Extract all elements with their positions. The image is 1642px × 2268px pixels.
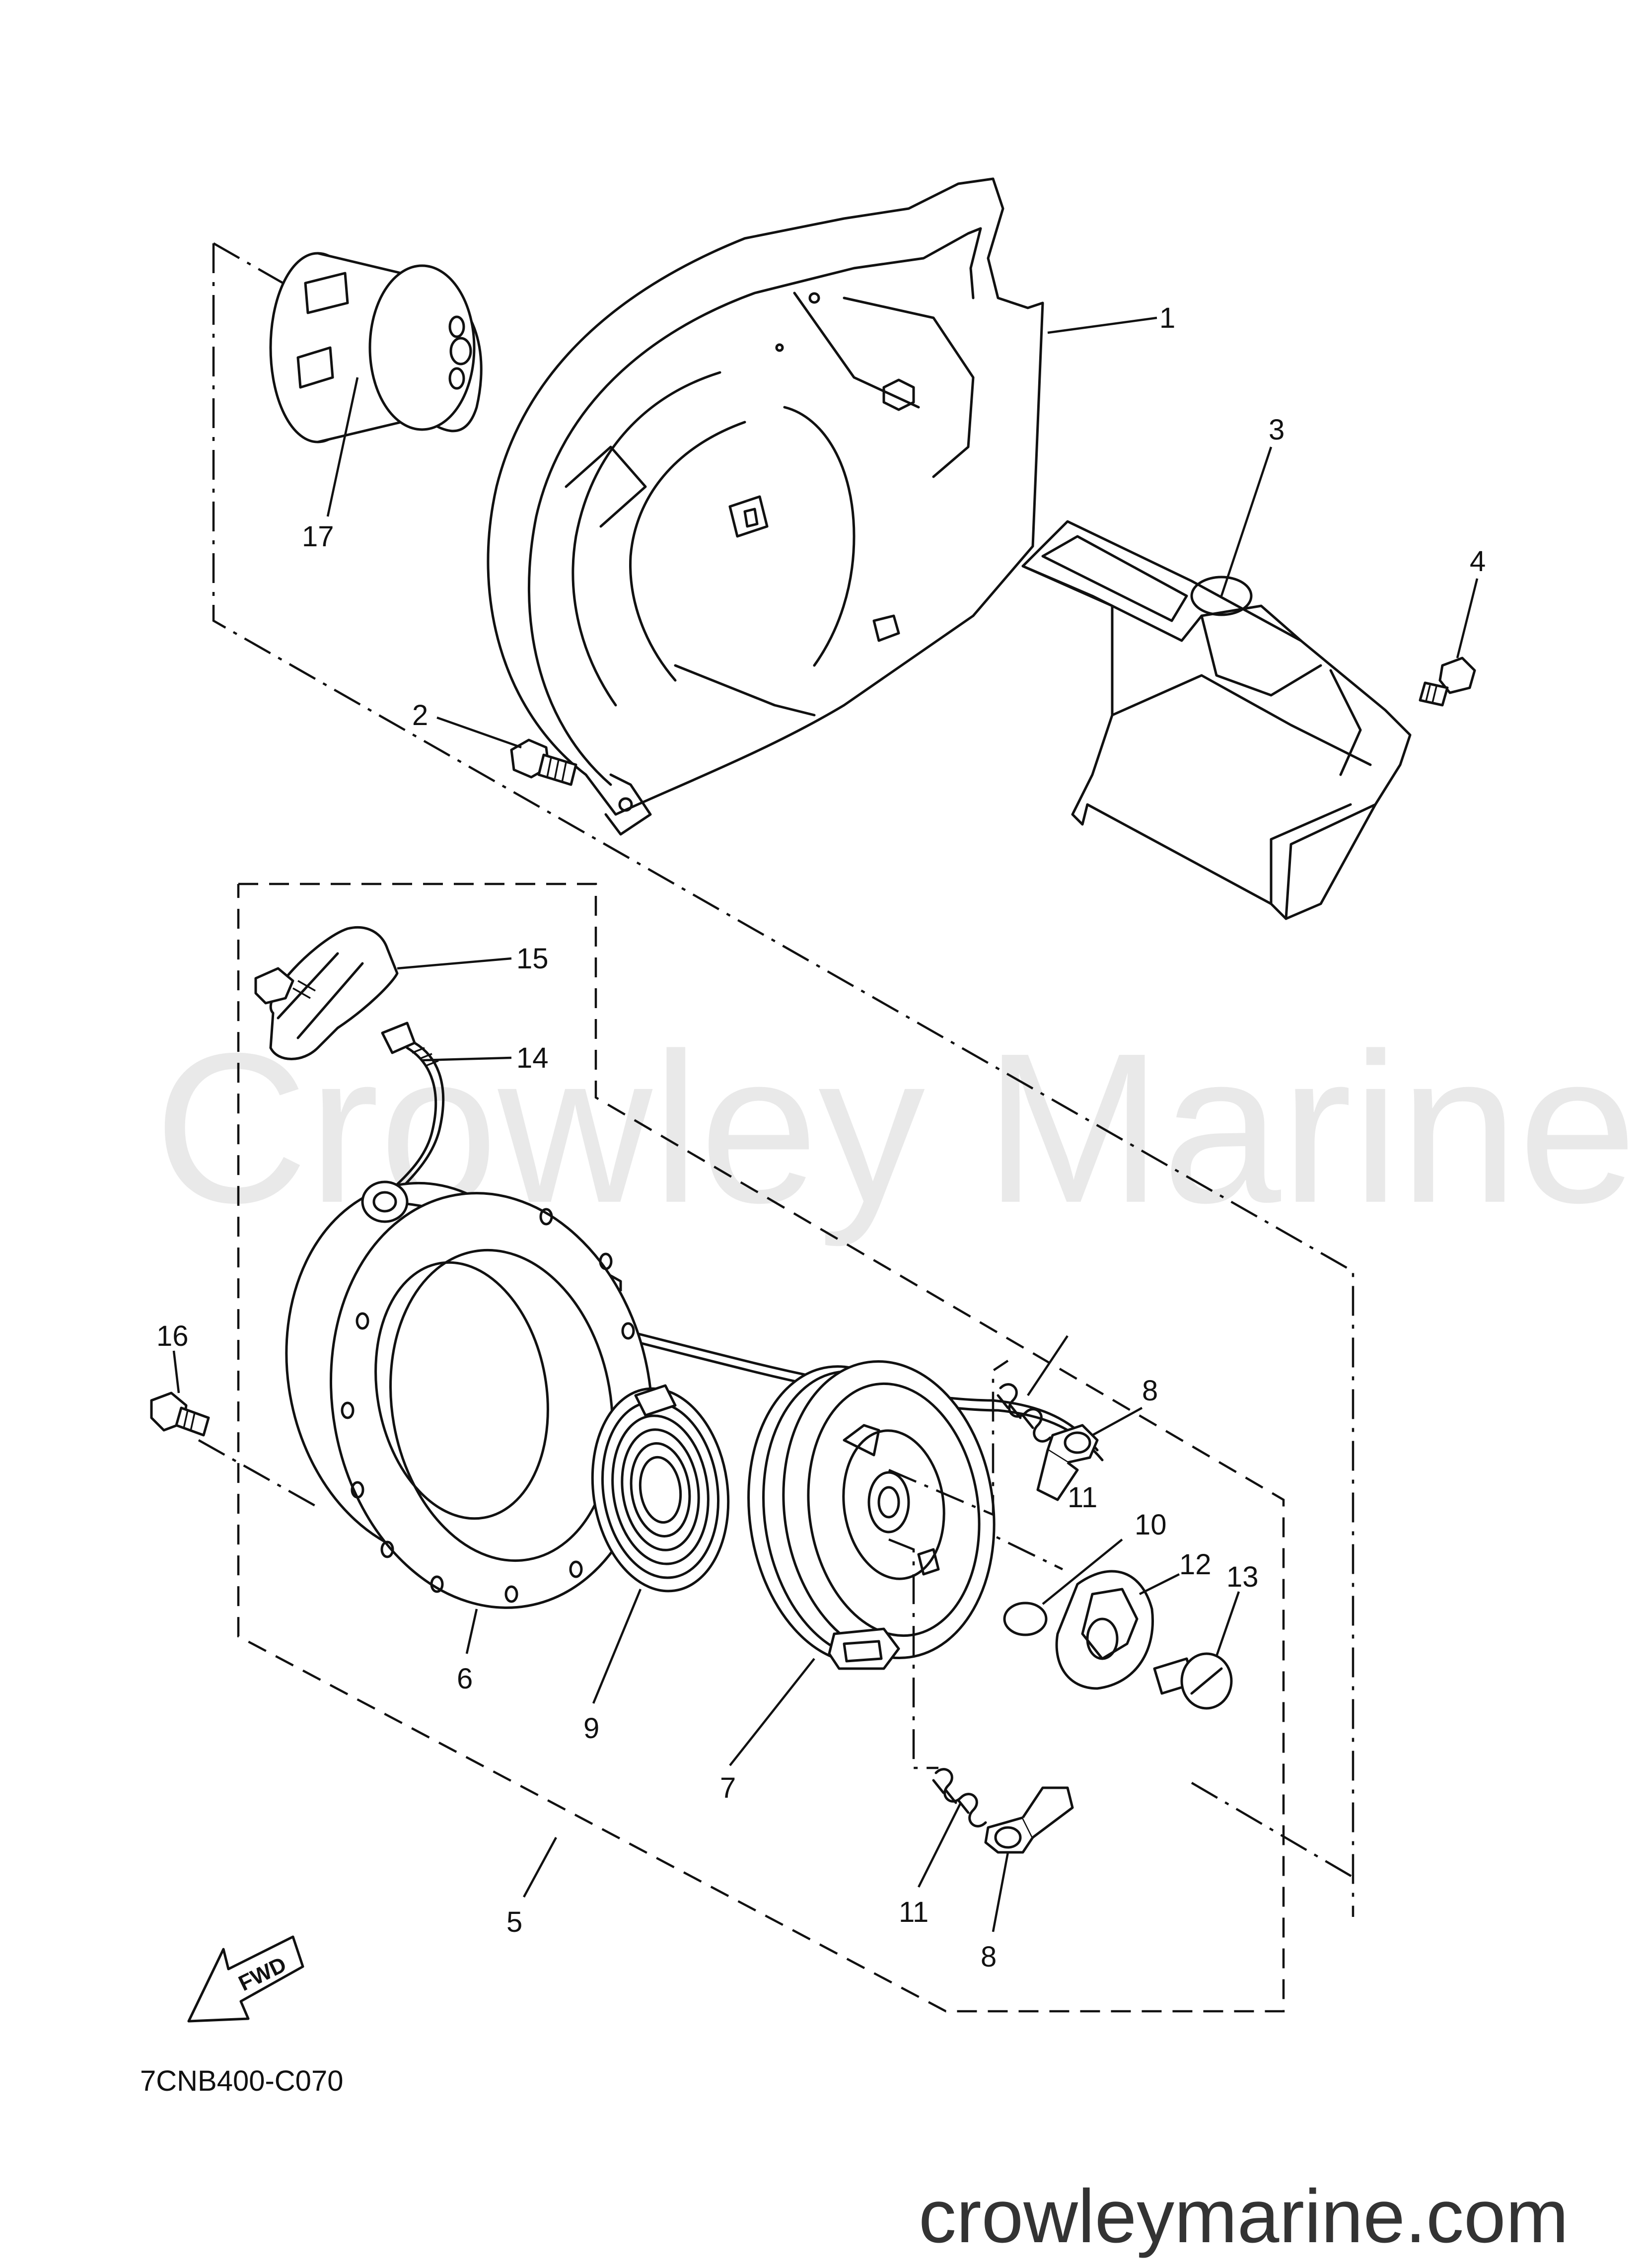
part-8-pawl-lower	[984, 1786, 1074, 1854]
website-url: crowleymarine.com	[919, 2174, 1569, 2259]
diagram-code: 7CNB400-C070	[140, 2065, 343, 2097]
callout-8-lower: 8	[981, 1941, 997, 1973]
callout-3: 3	[1269, 414, 1285, 446]
callout-15: 15	[516, 943, 549, 975]
callout-10: 10	[1135, 1509, 1167, 1541]
part-11-spring-upper	[997, 1383, 1052, 1443]
callout-11-upper: 11	[1068, 1481, 1097, 1514]
part-11-spring-lower	[932, 1768, 987, 1828]
callout-17: 17	[302, 520, 334, 553]
callout-16: 16	[156, 1320, 189, 1352]
callout-1: 1	[1159, 302, 1175, 334]
part-16-bolt	[150, 1391, 210, 1437]
callout-7: 7	[720, 1772, 736, 1804]
callout-13: 13	[1226, 1561, 1259, 1593]
callout-11-lower: 11	[899, 1896, 928, 1928]
part-17-cap	[269, 252, 483, 443]
callout-9: 9	[583, 1712, 599, 1745]
fwd-arrow-icon: FWD	[187, 1935, 304, 2023]
part-10-ball	[1003, 1602, 1048, 1636]
part-4-bolt	[1419, 657, 1476, 707]
part-3-air-duct	[1021, 520, 1412, 920]
part-8-pawl-upper	[1036, 1424, 1099, 1501]
leader-lines	[172, 316, 1479, 1932]
part-7-pulley	[747, 1360, 996, 1670]
axis-lines	[888, 1360, 1009, 1769]
callout-2: 2	[412, 699, 428, 732]
callout-14: 14	[516, 1042, 549, 1074]
part-6-starter-housing	[285, 1180, 653, 1609]
part-13-screw	[1153, 1652, 1233, 1710]
part-9-spiral-spring	[591, 1384, 730, 1593]
part-12-plate	[1055, 1570, 1154, 1690]
callout-numbers: 1 3 4 2 17 15 14 16 6 9 7 5 11 8 10 12 1…	[156, 302, 1486, 1973]
callout-8-upper: 8	[1142, 1375, 1158, 1407]
part-1-flywheel-cover	[487, 177, 1044, 836]
callout-12: 12	[1179, 1548, 1212, 1581]
callout-4: 4	[1470, 545, 1486, 578]
callout-6: 6	[457, 1663, 473, 1695]
callout-5: 5	[506, 1906, 522, 1938]
part-2-bolt	[510, 738, 577, 786]
